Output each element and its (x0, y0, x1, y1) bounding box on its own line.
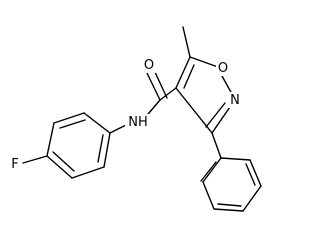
bond-c-o-carbonyl (146, 72, 161, 101)
bond-n2-c3 (211, 103, 233, 134)
bond-ph-3-double (217, 203, 242, 207)
bond-ph-1 (202, 157, 222, 183)
amide-nh-label: NH (128, 115, 148, 130)
ring-oxygen-label: O (218, 61, 228, 76)
bond-c4-c5 (175, 56, 191, 89)
bond-o1-n2 (221, 75, 233, 95)
ring-nitrogen-label: N (230, 93, 240, 108)
bond-ph-5-double (245, 163, 256, 186)
bond-c3-phenyl (211, 132, 222, 159)
bond-c-o-carbonyl-double (153, 69, 168, 99)
bond-fp-1 (83, 112, 111, 134)
atom-amide-nh: NH (125, 114, 151, 130)
atom-ring-nitrogen: N (228, 92, 242, 108)
carbonyl-oxygen-label: O (144, 58, 154, 73)
bond-fp-4 (46, 155, 73, 179)
bond-fp-6-double (97, 134, 104, 163)
atom-ring-oxygen: O (216, 60, 230, 76)
bond-fp-6 (103, 132, 111, 168)
bond-fp-4-double (52, 151, 75, 172)
molecule-diagram: F O O N NH (8, 26, 262, 212)
bond-c5-o1 (189, 56, 219, 68)
bond-methyl (182, 26, 191, 58)
bond-c4-ccarbonyl (159, 87, 177, 101)
bond-fp-5 (71, 166, 105, 179)
atom-carbonyl-oxygen: O (142, 57, 156, 73)
bond-ph-6 (220, 157, 251, 161)
bond-c3-c4 (175, 87, 213, 134)
bond-c-f (22, 155, 48, 164)
bond-fp-2 (53, 112, 85, 124)
bond-ph-2 (202, 181, 215, 210)
atom-fluorine: F (8, 156, 22, 172)
bond-ph-1-double (200, 161, 217, 182)
fluorine-label: F (11, 157, 18, 172)
bond-fp-3 (46, 122, 55, 157)
bond-ph-4 (242, 185, 262, 212)
bond-c4-c5-double (183, 64, 195, 89)
bond-ph-3 (213, 208, 244, 212)
bond-n2-c3-double (205, 102, 226, 128)
bond-fp-2-double (59, 119, 86, 129)
bond-ph-5 (249, 159, 262, 187)
